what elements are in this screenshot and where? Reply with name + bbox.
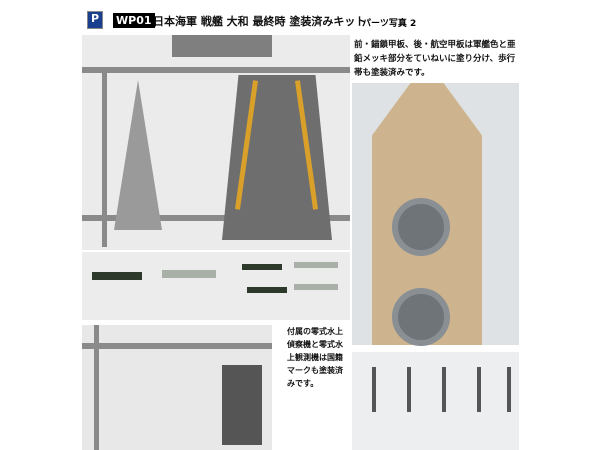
page-subtitle: パーツ写真 2 (362, 19, 417, 29)
aircraft-model (162, 270, 216, 278)
sprue-runner (82, 215, 350, 221)
aircraft-model (92, 272, 142, 280)
gun-barrel (372, 367, 376, 412)
aircraft-model (242, 264, 282, 270)
photo-deck-sprue (82, 35, 350, 250)
aircraft-model (294, 284, 338, 290)
product-code: WP01 (113, 13, 155, 28)
gun-barrel (407, 367, 411, 412)
deck-note: 前・錨鎖甲板、後・航空甲板は軍艦色と亜鉛メッキ部分をていねいに塗り分け、歩行帯も… (354, 40, 516, 78)
photo-rear-deck (352, 83, 519, 346)
aircraft-note: 付属の零式水上偵察機と零式水上観測機は国籍マークも塗装済みです。 (287, 327, 343, 388)
page-title: 日本海軍 戦艦 大和 最終時 塗装済みキット (153, 15, 367, 28)
gun-barrel (477, 367, 481, 412)
aircraft-model (247, 287, 287, 293)
gun-barrel (507, 367, 511, 412)
sprue-runner (82, 67, 350, 73)
catapult-part (222, 365, 262, 445)
aircraft-model (294, 262, 338, 268)
aft-deck-part (222, 75, 332, 240)
sprue-runner (82, 343, 272, 349)
turret-ring (392, 198, 450, 256)
turret-ring (392, 288, 450, 346)
fore-deck-part (114, 80, 162, 230)
sprue-tab (172, 35, 272, 57)
photo-parts-sprue (82, 325, 272, 450)
sprue-runner (94, 325, 99, 450)
gun-barrel (442, 367, 446, 412)
photo-guns (352, 352, 519, 450)
sprue-runner (102, 67, 107, 247)
photo-aircraft (82, 252, 350, 320)
brand-logo: P (87, 11, 103, 29)
